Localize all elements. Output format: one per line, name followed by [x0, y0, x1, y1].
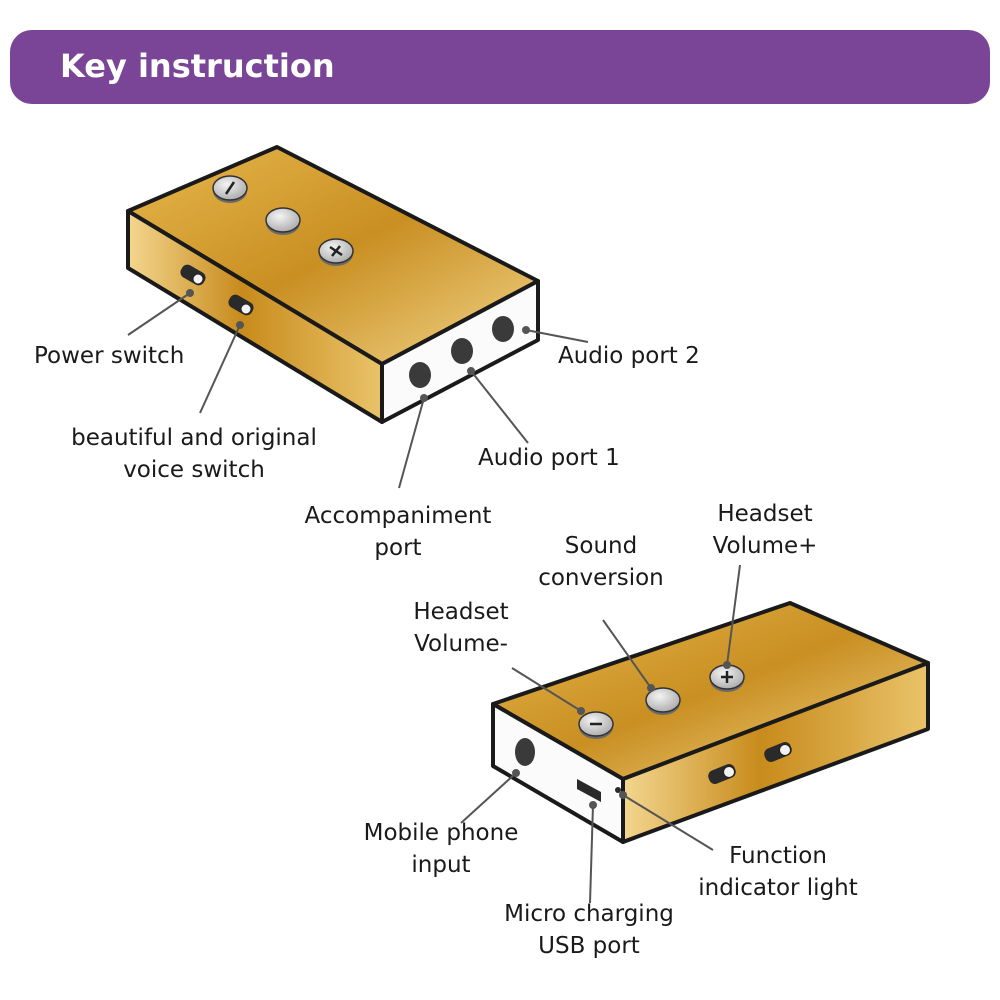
center-button[interactable]	[265, 207, 301, 235]
label-audio-port-2: Audio port 2	[558, 343, 700, 369]
label-function-light-line1: Function	[729, 843, 827, 869]
micro-usb-port	[577, 779, 601, 802]
accompaniment-port	[409, 362, 431, 388]
label-mobile-phone-input: Mobile phone input	[352, 817, 530, 881]
label-sound-conversion-line1: Sound	[564, 533, 638, 559]
label-headset-volume-minus: Headset Volume-	[402, 596, 520, 660]
function-indicator-light	[615, 787, 621, 793]
plus-button[interactable]	[318, 238, 354, 266]
label-mobile-phone-input-line2: input	[411, 852, 471, 878]
mobile-phone-input-jack	[515, 738, 535, 766]
label-voice-switch-line2: voice switch	[123, 457, 265, 483]
label-micro-usb-line2: USB port	[538, 933, 640, 959]
label-sound-conversion: Sound conversion	[528, 530, 674, 594]
headset-volume-minus-button[interactable]	[578, 711, 614, 739]
device-top-leaders	[127, 289, 589, 489]
label-power-switch: Power switch	[34, 343, 185, 369]
sound-conversion-button[interactable]	[645, 687, 681, 715]
minus-button[interactable]	[212, 175, 248, 203]
label-accompaniment-port: Accompaniment port	[295, 500, 501, 564]
audio-port-1-jack	[451, 338, 473, 364]
label-micro-usb-port: Micro charging USB port	[494, 898, 684, 962]
side-switch-2[interactable]	[762, 740, 793, 763]
label-headset-volume-minus-line2: Volume-	[414, 631, 508, 657]
device-top	[126, 145, 589, 489]
label-function-light-line2: indicator light	[698, 875, 858, 901]
page-title: Key instruction	[60, 47, 335, 85]
device-bottom	[460, 564, 930, 904]
device-bottom-leaders	[460, 564, 741, 904]
side-switch-1[interactable]	[706, 762, 737, 785]
label-headset-volume-plus-line2: Volume+	[712, 533, 818, 559]
label-mobile-phone-input-line1: Mobile phone	[363, 820, 519, 846]
label-micro-usb-line1: Micro charging	[504, 901, 674, 927]
power-switch[interactable]	[178, 262, 208, 287]
header-banner: Key instruction	[10, 30, 990, 104]
label-function-indicator-light: Function indicator light	[686, 840, 870, 904]
label-voice-switch-line1: beautiful and original	[71, 425, 317, 451]
label-audio-port-1: Audio port 1	[478, 445, 620, 471]
label-headset-volume-minus-line1: Headset	[413, 599, 509, 625]
voice-switch[interactable]	[226, 292, 256, 317]
label-headset-volume-plus-line1: Headset	[717, 501, 813, 527]
label-sound-conversion-line2: conversion	[538, 565, 664, 591]
audio-port-2-jack	[492, 316, 514, 342]
headset-volume-plus-button[interactable]	[709, 664, 745, 692]
label-accompaniment-line2: port	[374, 535, 422, 561]
label-voice-switch: beautiful and original voice switch	[62, 422, 326, 486]
label-headset-volume-plus: Headset Volume+	[704, 498, 826, 562]
label-accompaniment-line1: Accompaniment	[304, 503, 492, 529]
